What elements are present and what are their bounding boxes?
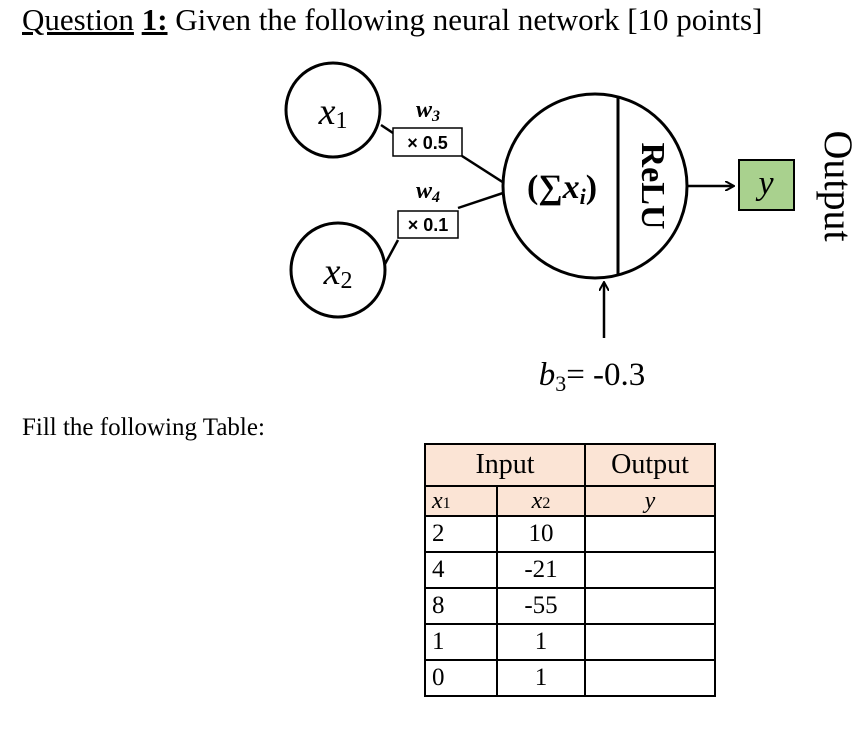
table-row: 0 1 — [424, 659, 716, 697]
input-x1-var: x — [318, 91, 336, 133]
cell-y[interactable] — [584, 587, 716, 625]
cell-x2: 10 — [496, 515, 586, 553]
edge-x2-to-w4-box — [383, 239, 400, 265]
input-x2-sub: 2 — [340, 268, 352, 294]
question-number: 1: — [141, 2, 168, 37]
question-label: Question — [22, 2, 134, 37]
bias-sub: 3 — [555, 371, 566, 396]
edge-x1-to-w3-box — [380, 123, 394, 135]
input-node-x1 — [284, 61, 382, 159]
col-y-header: y — [584, 485, 716, 517]
cell-x1: 0 — [424, 659, 498, 697]
table-subheader-row: x1 x2 y — [424, 485, 716, 517]
table-row: 2 10 — [424, 515, 716, 553]
col-x2-sub: 2 — [542, 494, 551, 512]
output-side-label: Output — [816, 130, 861, 241]
weight-w4-name: w — [416, 178, 433, 204]
svg-text:x2: x2 — [323, 251, 353, 294]
cell-x2: 1 — [496, 623, 586, 661]
table-row: 8 -55 — [424, 587, 716, 625]
table-row: 4 -21 — [424, 551, 716, 589]
cell-x2: 1 — [496, 659, 586, 697]
output-node-label: y — [755, 165, 774, 202]
instruction-text: Fill the following Table: — [22, 414, 265, 441]
sum-sigma: ∑ — [538, 169, 562, 206]
cell-x1: 2 — [424, 515, 498, 553]
weight-w4-sub: 4 — [431, 189, 440, 206]
svg-text:w3: w3 — [416, 97, 440, 125]
output-node — [738, 159, 795, 211]
svg-text:x1: x1 — [318, 91, 348, 134]
sum-expression: (∑xi) — [527, 169, 597, 209]
sum-close-paren: ) — [586, 169, 597, 206]
col-x2-var: x — [531, 487, 543, 514]
table-header-row: Input Output — [424, 443, 716, 487]
weight-w4-value: × 0.1 — [408, 215, 449, 235]
header-input: Input — [424, 443, 586, 487]
cell-x2: -21 — [496, 551, 586, 589]
cell-y[interactable] — [584, 515, 716, 553]
sum-open-paren: ( — [527, 169, 538, 206]
sum-var: x — [562, 169, 580, 206]
input-node-x2 — [289, 221, 387, 319]
cell-y[interactable] — [584, 551, 716, 589]
neuron-circle — [501, 92, 689, 280]
bias-label: b3= -0.3 — [539, 357, 646, 396]
header-output: Output — [584, 443, 716, 487]
bias-value: = -0.3 — [566, 357, 645, 393]
cell-y[interactable] — [584, 623, 716, 661]
cell-x2: -55 — [496, 587, 586, 625]
weight-w3-name: w — [416, 97, 433, 123]
table-row: 1 1 — [424, 623, 716, 661]
neural-network-diagram: x1 x2 w3 × 0.5 w4 × 0.1 (∑xi) ReLU y Out… — [284, 61, 861, 396]
weight-w3-box — [392, 127, 463, 157]
input-x2-var: x — [323, 251, 341, 293]
question-text: Given the following neural network [10 p… — [167, 2, 763, 37]
col-x1-var: x — [432, 487, 443, 514]
cell-x1: 8 — [424, 587, 498, 625]
activation-label: ReLU — [634, 143, 671, 230]
cell-y[interactable] — [584, 659, 716, 697]
col-x1-sub: 1 — [442, 494, 451, 512]
col-x1-header: x1 — [424, 485, 498, 517]
bias-name: b — [539, 357, 556, 393]
question-heading: Question 1: Given the following neural n… — [22, 2, 762, 38]
svg-text:w4: w4 — [416, 178, 440, 206]
sum-sub: i — [580, 184, 587, 209]
weight-w4-box — [397, 210, 459, 239]
answer-table: Input Output x1 x2 y 2 10 4 -21 8 -55 1 … — [424, 443, 716, 697]
col-x2-header: x2 — [496, 485, 586, 517]
weight-w3-value: × 0.5 — [407, 133, 448, 153]
cell-x1: 1 — [424, 623, 498, 661]
cell-x1: 4 — [424, 551, 498, 589]
weight-w3-sub: 3 — [431, 108, 440, 125]
input-x1-sub: 1 — [335, 108, 347, 134]
